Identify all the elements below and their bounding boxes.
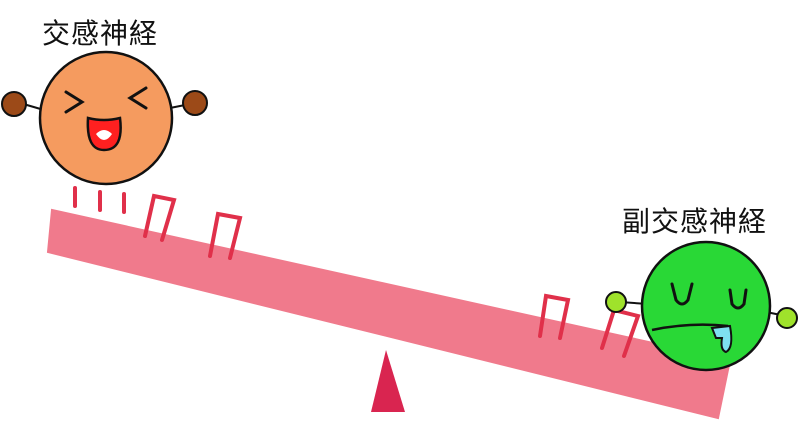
right-hand — [182, 90, 208, 116]
left-hand — [1, 91, 27, 117]
sleepy-green-face-icon — [605, 240, 798, 372]
right-hand — [776, 307, 798, 329]
seesaw-plank — [46, 208, 732, 420]
sympathetic-nerve-label: 交感神経 — [42, 17, 159, 50]
seesaw-fulcrum — [371, 350, 405, 412]
parasympathetic-nerve-label: 副交感神経 — [622, 205, 768, 238]
excited-orange-face-icon — [1, 50, 208, 186]
drool — [710, 324, 733, 354]
bounce-marks — [73, 186, 243, 260]
weight-marks — [538, 293, 641, 358]
left-hand — [605, 291, 627, 313]
